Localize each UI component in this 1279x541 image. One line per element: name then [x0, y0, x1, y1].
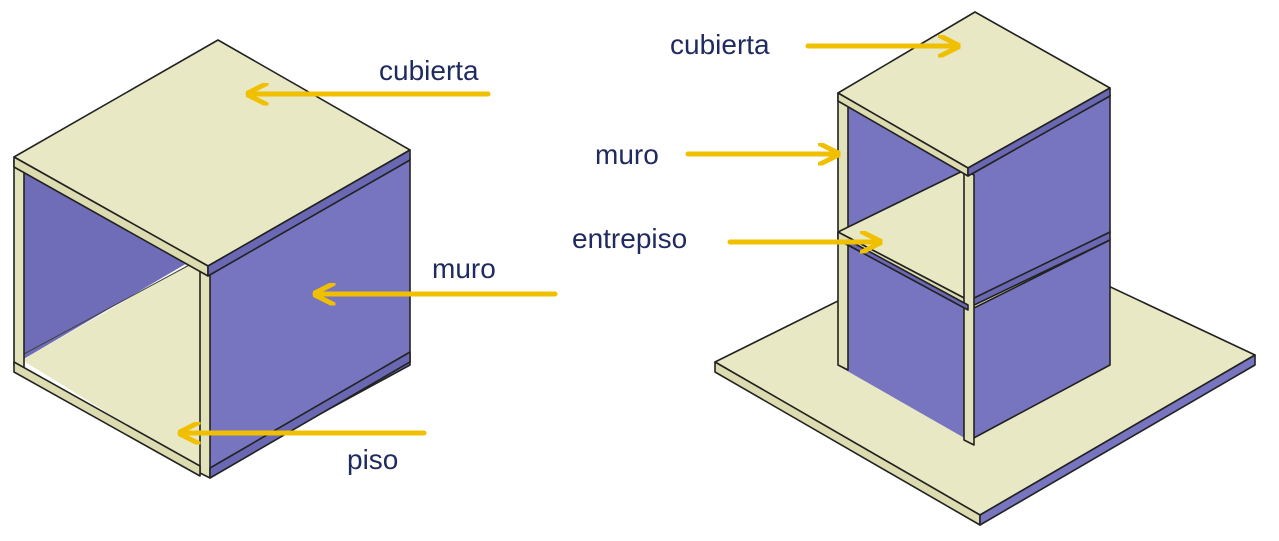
left-box-model [13, 39, 411, 479]
right-wall-label: muro [595, 139, 659, 170]
arrows [177, 46, 961, 433]
left-wall-label: muro [432, 253, 496, 284]
left-roof-label: cubierta [379, 55, 479, 86]
left-front-post-left [13, 159, 25, 371]
left-floor-edge [13, 361, 201, 477]
right-tower-model [714, 11, 1256, 526]
right-roof-edge-side [967, 87, 1111, 177]
left-front-post-right [199, 267, 211, 479]
right-mezzanine-label: entrepiso [572, 223, 688, 254]
left-roof-edge-side [207, 149, 411, 277]
left-interior-edge [21, 254, 209, 356]
left-floor-label: piso [347, 444, 399, 475]
right-roof-label: cubierta [670, 29, 770, 60]
left-floor-edge-right [209, 351, 411, 479]
right-base-edge-side [979, 354, 1256, 526]
